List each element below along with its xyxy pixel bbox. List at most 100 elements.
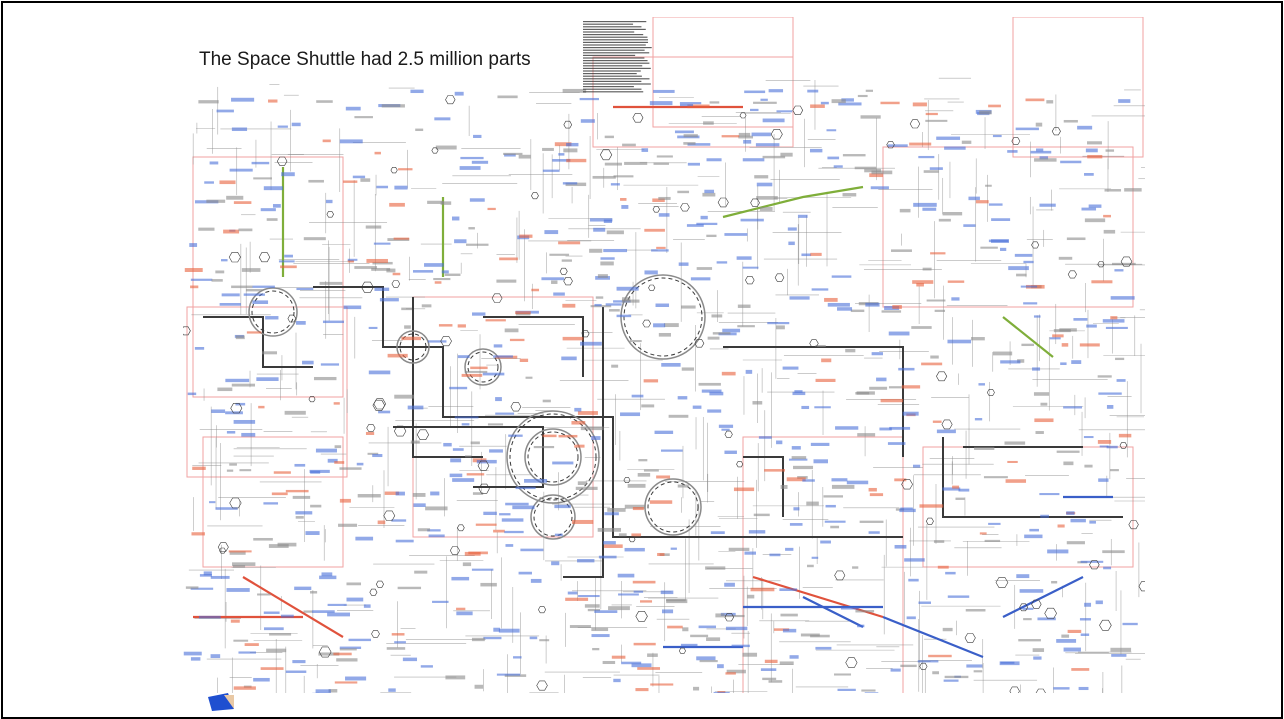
compound-label: [654, 162, 669, 164]
compound-label: [227, 470, 233, 472]
compound-label: [374, 288, 389, 291]
compound-label: [656, 247, 665, 249]
compound-label: [394, 238, 410, 240]
compound-label: [847, 481, 868, 485]
compound-label: [943, 212, 963, 215]
compound-label: [1020, 589, 1044, 593]
compound-label: [1034, 158, 1057, 161]
compound-label: [561, 357, 576, 361]
compound-label: [611, 365, 618, 368]
compound-label: [465, 371, 488, 373]
compound-label: [219, 180, 235, 184]
compound-label: [374, 243, 391, 245]
compound-label: [268, 99, 277, 102]
compound-label: [292, 660, 305, 663]
compound-label: [951, 297, 959, 300]
compound-label: [1000, 662, 1014, 664]
pathway-region-outline: [923, 447, 1133, 567]
compound-label: [1111, 296, 1135, 300]
compound-label: [346, 582, 361, 585]
compound-label: [320, 282, 343, 285]
compound-label: [1066, 511, 1074, 515]
compound-label: [486, 319, 506, 321]
compound-label: [871, 171, 892, 175]
compound-label: [591, 436, 600, 440]
compound-label: [191, 657, 200, 660]
compound-label: [563, 148, 577, 152]
compound-label: [516, 487, 536, 489]
compound-label: [988, 523, 1000, 525]
compound-label: [554, 505, 570, 508]
compound-label: [433, 278, 450, 280]
compound-label: [335, 681, 358, 683]
compound-label: [827, 157, 839, 160]
legend-text-line: [583, 50, 645, 51]
compound-label: [889, 427, 910, 430]
compound-label: [1023, 261, 1033, 263]
molecule-structure-icon: [432, 148, 438, 153]
compound-label: [857, 625, 864, 628]
compound-label: [1021, 286, 1037, 288]
compound-label: [939, 219, 951, 222]
compound-label: [898, 368, 914, 371]
compound-label: [294, 464, 305, 467]
compound-label: [640, 600, 652, 602]
legend-text-line: [583, 52, 649, 53]
compound-label: [244, 293, 265, 295]
molecule-structure-icon: [560, 268, 567, 274]
compound-label: [388, 354, 408, 358]
compound-label: [671, 548, 677, 550]
compound-label: [1124, 188, 1142, 191]
compound-label: [767, 322, 789, 324]
compound-label: [303, 610, 312, 612]
compound-label: [1122, 623, 1137, 625]
compound-label: [284, 255, 293, 258]
compound-label: [975, 418, 982, 420]
compound-label: [612, 656, 626, 659]
compound-label: [963, 224, 975, 227]
compound-label: [621, 662, 641, 665]
compound-label: [650, 101, 673, 105]
compound-label: [574, 408, 581, 412]
compound-label: [574, 445, 584, 448]
legend-text-line: [583, 34, 643, 35]
compound-label: [513, 656, 522, 658]
compound-label: [656, 304, 670, 307]
compound-label: [1114, 269, 1123, 271]
compound-label: [820, 541, 831, 544]
compound-label: [566, 159, 586, 162]
compound-label: [562, 304, 575, 308]
compound-label: [617, 287, 639, 291]
molecule-structure-icon: [775, 274, 784, 282]
compound-label: [1064, 120, 1078, 123]
compound-label: [345, 677, 366, 681]
molecule-structure-icon: [537, 681, 548, 690]
compound-label: [391, 519, 406, 521]
compound-label: [246, 289, 263, 291]
compound-label: [585, 604, 600, 607]
compound-label: [428, 340, 446, 342]
compound-label: [656, 475, 670, 478]
compound-label: [762, 678, 776, 680]
compound-label: [962, 141, 972, 144]
compound-label: [655, 431, 674, 434]
compound-label: [473, 135, 481, 138]
compound-label: [364, 604, 371, 607]
compound-label: [475, 685, 484, 689]
legend-text-line: [583, 24, 633, 25]
compound-label: [622, 297, 630, 301]
compound-label: [737, 325, 755, 327]
compound-label: [807, 90, 818, 93]
compound-label: [783, 367, 799, 370]
compound-label: [790, 655, 799, 659]
compound-label: [296, 288, 313, 290]
compound-label: [882, 310, 902, 312]
compound-label: [609, 309, 620, 312]
compound-label: [944, 680, 959, 682]
metabolic-cycle-ring: [252, 291, 294, 333]
compound-label: [966, 609, 986, 611]
compound-label: [505, 503, 528, 506]
compound-label: [650, 500, 672, 504]
compound-label: [355, 537, 373, 541]
compound-label: [678, 396, 688, 399]
